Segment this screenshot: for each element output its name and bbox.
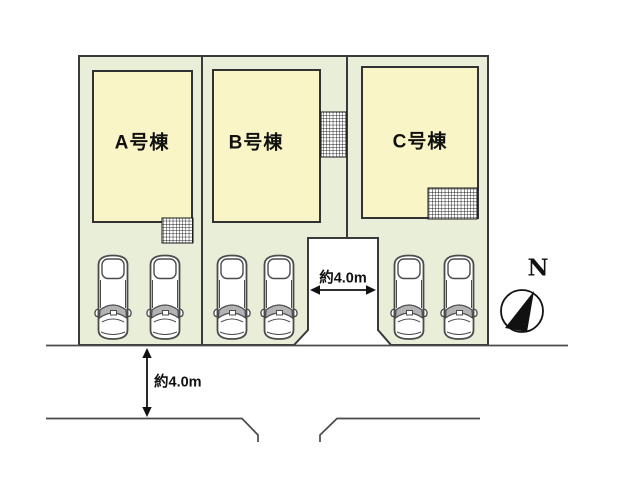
- road-edge-lower-right: [319, 417, 480, 442]
- compass-needle-icon: [505, 291, 534, 332]
- building-a-label: A号棟: [114, 132, 170, 154]
- road-width-arrow: [142, 348, 152, 417]
- car: [440, 254, 478, 340]
- passage-width-label: 約4.0m: [319, 270, 367, 287]
- car: [213, 254, 251, 340]
- car: [94, 254, 132, 340]
- car: [146, 254, 184, 340]
- hatch-area-bc: [320, 111, 347, 158]
- building-b-label: B号棟: [228, 132, 284, 154]
- passage-width-arrow: [310, 285, 376, 295]
- road-edge-lower-left: [46, 417, 259, 442]
- building-b: [212, 69, 321, 223]
- car: [260, 254, 298, 340]
- hatch-area-c: [427, 187, 478, 220]
- road-width-label: 約4.0m: [154, 374, 202, 391]
- car: [390, 254, 428, 340]
- building-c-label: C号棟: [392, 131, 448, 153]
- building-a: [92, 70, 193, 223]
- hatch-area-a: [161, 217, 194, 244]
- compass-north-label: N: [527, 254, 549, 282]
